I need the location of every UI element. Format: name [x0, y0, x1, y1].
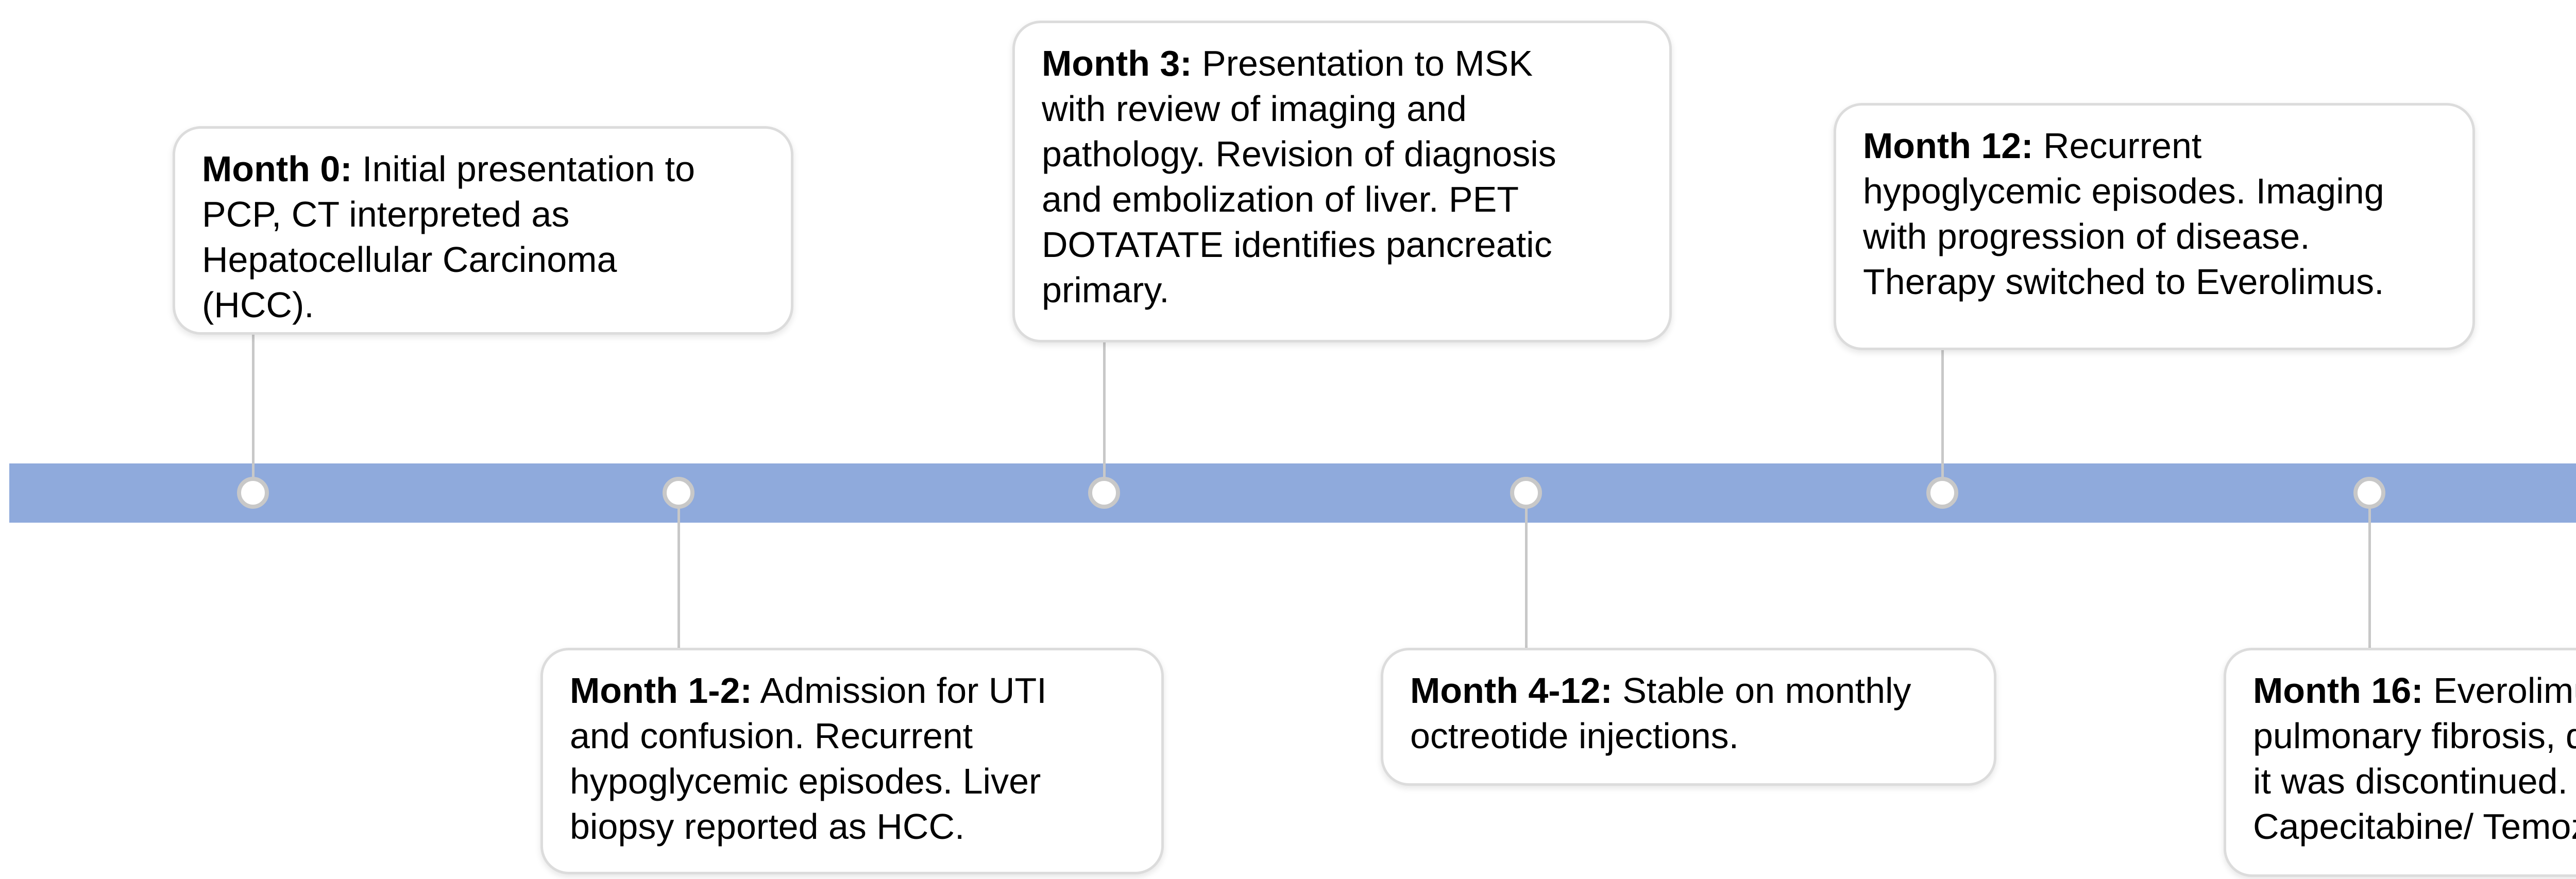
event-card-month-16: Month 16: Everolimus related pulmonary f…	[2224, 648, 2576, 877]
event-text-month-16: Month 16: Everolimus related pulmonary f…	[2253, 668, 2576, 849]
event-card-month-12: Month 12: Recurrent hypoglycemic episode…	[1834, 103, 2475, 350]
event-card-month-3: Month 3: Presentation to MSK with review…	[1012, 21, 1672, 342]
timeline-dot-month-12	[1926, 477, 1958, 509]
event-text-month-0: Month 0: Initial presentation to PCP, CT…	[202, 146, 765, 328]
event-body: Stable on monthly octreotide injections.	[1410, 670, 1911, 756]
event-body: Initial presentation to PCP, CT interpre…	[202, 149, 696, 325]
timeline-dot-month-16	[2353, 477, 2385, 509]
event-card-month-4-12: Month 4-12: Stable on monthly octreotide…	[1381, 648, 1996, 786]
timeline-dot-month-4-12	[1510, 477, 1542, 509]
event-body: Admission for UTI and confusion. Recurre…	[570, 670, 1047, 847]
event-card-month-1-2: Month 1-2: Admission for UTI and confusi…	[540, 648, 1164, 874]
timeline-dot-month-0	[237, 477, 269, 509]
connector-month-1-2	[677, 498, 680, 648]
event-label: Month 16:	[2253, 670, 2424, 711]
connector-month-4-12	[1525, 498, 1528, 648]
timeline-dot-month-1-2	[663, 477, 694, 509]
event-label: Month 3:	[1042, 43, 1192, 83]
timeline-bar	[9, 463, 2576, 523]
event-text-month-1-2: Month 1-2: Admission for UTI and confusi…	[570, 668, 1136, 849]
connector-month-3	[1103, 342, 1106, 487]
event-text-month-4-12: Month 4-12: Stable on monthly octreotide…	[1410, 668, 1968, 759]
event-card-month-0: Month 0: Initial presentation to PCP, CT…	[173, 126, 793, 335]
connector-month-16	[2368, 498, 2371, 648]
event-text-month-12: Month 12: Recurrent hypoglycemic episode…	[1863, 123, 2447, 304]
event-body: Everolimus related pulmonary fibrosis, d…	[2253, 670, 2576, 847]
connector-month-0	[252, 335, 255, 487]
event-text-month-3: Month 3: Presentation to MSK with review…	[1042, 41, 1643, 313]
event-label: Month 1-2:	[570, 670, 752, 711]
event-body: Presentation to MSK with review of imagi…	[1042, 43, 1556, 310]
event-label: Month 0:	[202, 149, 352, 189]
timeline-dot-month-3	[1088, 477, 1120, 509]
event-label: Month 12:	[1863, 126, 2033, 166]
event-body: Recurrent hypoglycemic episodes. Imaging…	[1863, 126, 2384, 302]
connector-month-12	[1941, 350, 1944, 487]
event-label: Month 4-12:	[1410, 670, 1613, 711]
